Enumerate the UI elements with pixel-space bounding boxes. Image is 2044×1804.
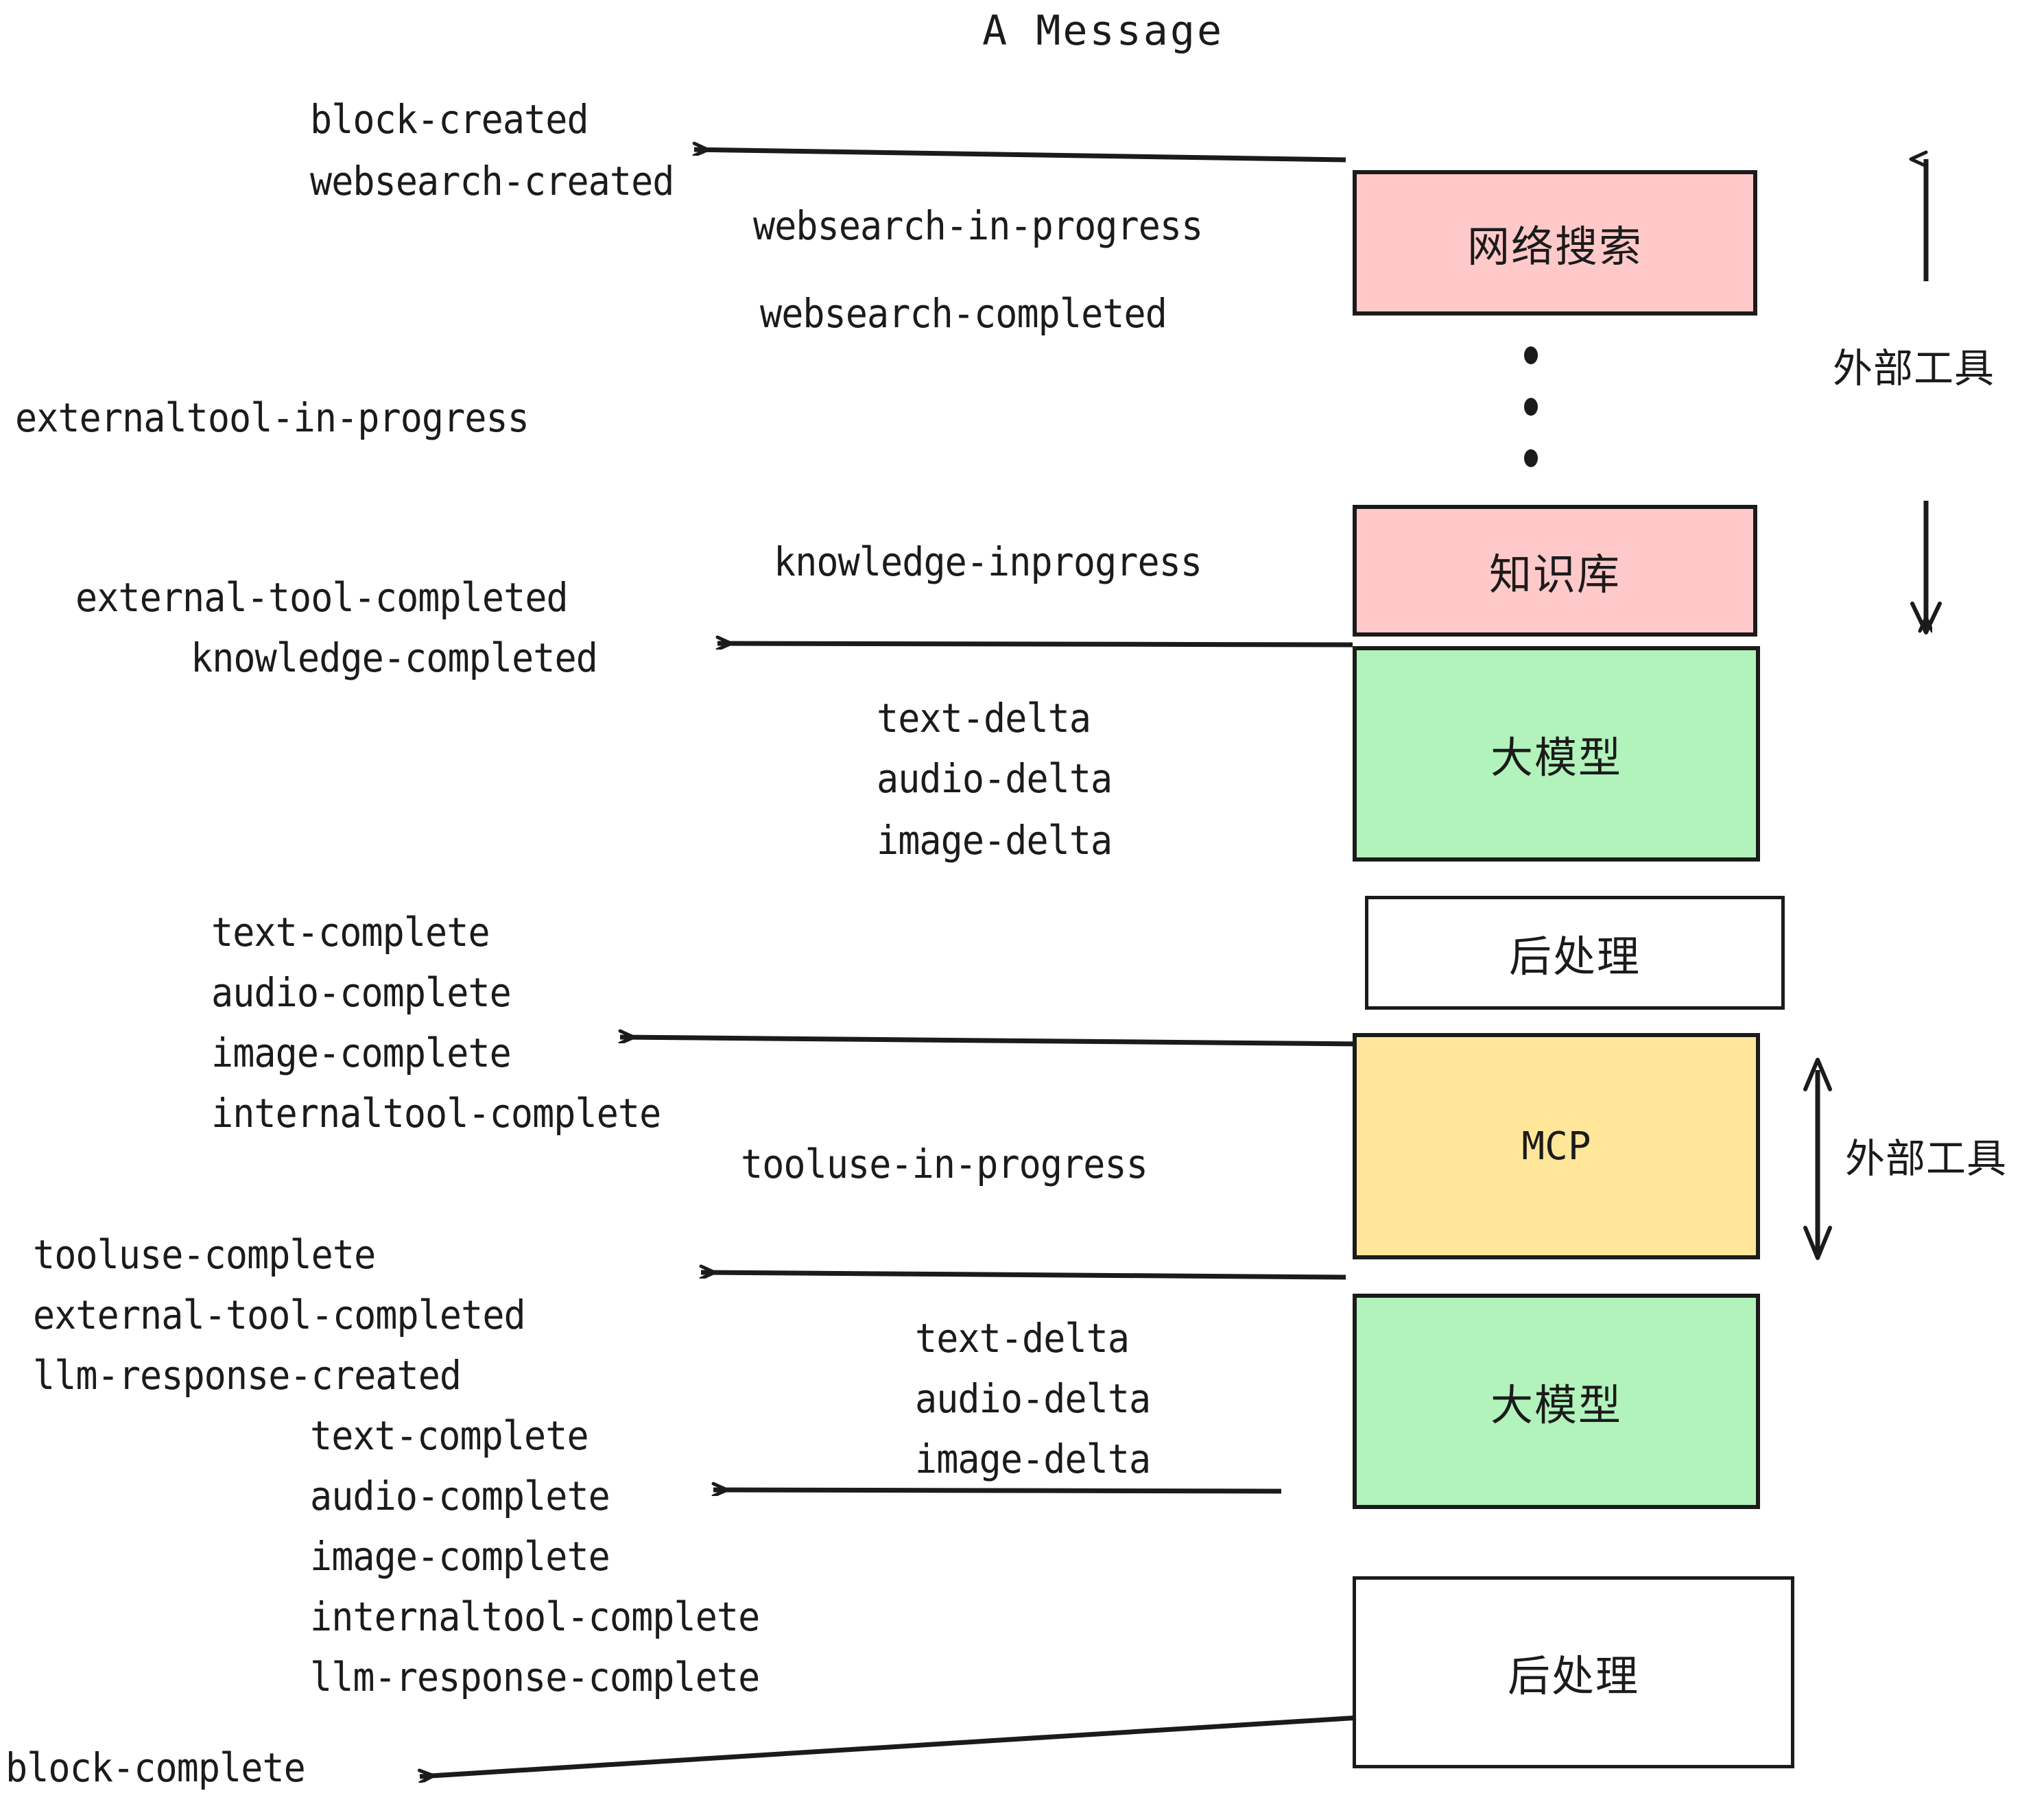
node-mcp-label: MCP: [1521, 1124, 1591, 1169]
ellipsis-dot-2: [1524, 398, 1538, 416]
event-knowledge-completed: knowledge-completed: [191, 634, 598, 681]
node-postprocess-1-label: 后处理: [1508, 931, 1641, 982]
event-text-delta-1: text-delta: [877, 695, 1091, 741]
event-audio-complete-1: audio-complete: [211, 969, 512, 1016]
event-external-tool-completed-1: external-tool-completed: [75, 574, 569, 621]
event-image-complete-2: image-complete: [310, 1533, 610, 1580]
event-internaltool-complete-1: internaltool-complete: [211, 1090, 661, 1137]
event-text-complete-2: text-complete: [310, 1412, 589, 1459]
event-tooluse-complete: tooluse-complete: [33, 1231, 376, 1278]
node-llm-bottom[interactable]: 大模型: [1353, 1294, 1760, 1509]
arrow-tooluse-complete: [701, 1272, 1346, 1280]
ellipsis-dot-3: [1524, 449, 1538, 467]
node-llm-top[interactable]: 大模型: [1353, 646, 1760, 862]
event-audio-delta-1: audio-delta: [877, 755, 1113, 802]
event-text-delta-2: text-delta: [915, 1315, 1130, 1362]
event-block-complete: block-complete: [5, 1744, 306, 1791]
event-llm-response-complete: llm-response-complete: [310, 1654, 760, 1700]
label-external-tools-top: 外部工具: [1833, 345, 1995, 392]
ellipsis-dot-1: [1524, 346, 1538, 364]
arrow-block-complete: [420, 1715, 1360, 1777]
event-tooluse-in-progress: tooluse-in-progress: [741, 1141, 1148, 1187]
label-external-tools-bottom: 外部工具: [1845, 1135, 2008, 1182]
event-audio-delta-2: audio-delta: [915, 1375, 1151, 1422]
event-websearch-completed: websearch-completed: [760, 290, 1167, 337]
event-websearch-created: websearch-created: [310, 158, 674, 204]
event-text-complete-1: text-complete: [211, 909, 490, 956]
node-knowledge-label: 知识库: [1488, 549, 1621, 600]
node-postprocess-1[interactable]: 后处理: [1365, 896, 1785, 1010]
event-external-tool-completed-2: external-tool-completed: [33, 1292, 526, 1338]
node-websearch[interactable]: 网络搜索: [1353, 170, 1757, 316]
arrow-websearch-created: [694, 150, 1346, 163]
node-websearch-label: 网络搜索: [1466, 222, 1643, 272]
event-image-complete-1: image-complete: [211, 1030, 512, 1076]
arrow-image-complete: [620, 1037, 1362, 1047]
event-internaltool-complete-2: internaltool-complete: [310, 1593, 760, 1640]
node-llm-top-label: 大模型: [1490, 733, 1622, 783]
event-llm-response-created: llm-response-created: [33, 1352, 462, 1399]
node-postprocess-2-label: 后处理: [1507, 1651, 1639, 1701]
arrow-knowledge-completed: [717, 643, 1353, 645]
event-image-delta-2: image-delta: [915, 1436, 1151, 1482]
event-image-delta-1: image-delta: [877, 817, 1113, 864]
node-postprocess-2[interactable]: 后处理: [1353, 1576, 1794, 1768]
event-externaltool-in-progress: externaltool-in-progress: [15, 394, 530, 441]
diagram-title: A Message: [982, 7, 1224, 55]
event-block-created: block-created: [310, 96, 589, 143]
node-mcp[interactable]: MCP: [1353, 1033, 1760, 1259]
event-audio-complete-2: audio-complete: [310, 1473, 610, 1519]
node-knowledge[interactable]: 知识库: [1353, 505, 1757, 637]
event-knowledge-inprogress: knowledge-inprogress: [774, 538, 1202, 585]
node-llm-bottom-label: 大模型: [1490, 1380, 1622, 1430]
arrow-audio-complete: [713, 1490, 1282, 1491]
event-websearch-in-progress: websearch-in-progress: [753, 202, 1203, 249]
